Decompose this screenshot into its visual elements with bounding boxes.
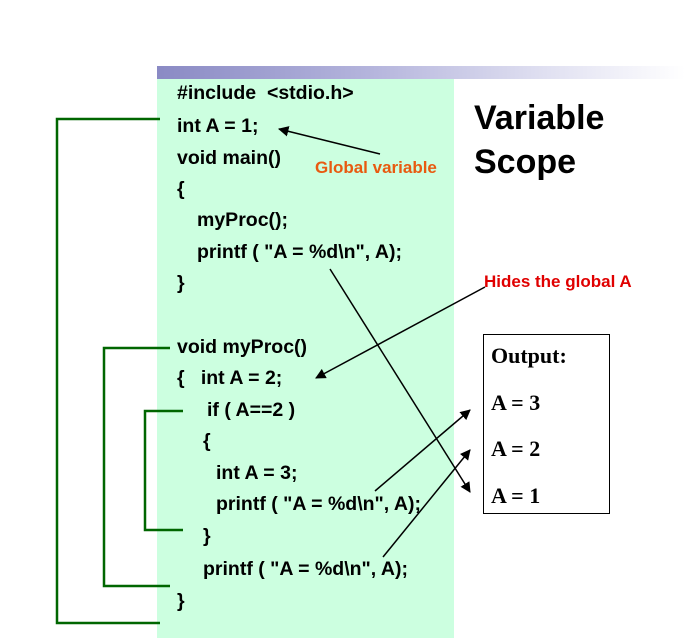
output-line-2: A = 2 <box>491 436 541 461</box>
code-if-open-brace: { <box>203 430 211 452</box>
code-if-close-brace: } <box>203 525 211 547</box>
output-box <box>483 334 610 514</box>
output-line-3: A = 1 <box>491 483 541 508</box>
code-myproc-close-brace: } <box>177 590 185 612</box>
code-myproc-printf: printf ( "A = %d\n", A); <box>203 558 408 580</box>
slide-title-line2: Scope <box>474 143 577 181</box>
code-if-statement: if ( A==2 ) <box>207 399 296 421</box>
code-panel <box>157 79 454 638</box>
output-line-1: A = 3 <box>491 390 541 415</box>
code-call-myproc: myProc(); <box>197 209 289 231</box>
code-main-close-brace: } <box>177 272 185 294</box>
scope-bracket-myproc <box>102 346 170 588</box>
code-main-printf: printf ( "A = %d\n", A); <box>197 241 402 263</box>
slide-title-line1: Variable <box>474 99 605 137</box>
arrow-main-printf-output <box>329 268 471 493</box>
code-global-decl: int A = 1; <box>177 115 259 137</box>
output-heading: Output: <box>491 343 567 368</box>
code-main-signature: void main() <box>177 147 282 169</box>
code-myproc-signature: void myProc() <box>177 336 308 358</box>
arrow-hides-global <box>315 286 486 379</box>
scope-bracket-global <box>55 117 160 625</box>
hides-global-label: Hides the global A <box>484 272 632 291</box>
arrow-inner-printf-output <box>374 409 471 492</box>
code-inner-decl: int A = 3; <box>216 462 298 484</box>
arrow-global-variable <box>277 126 381 155</box>
header-gradient-bar <box>157 66 685 79</box>
code-main-open-brace: { <box>177 178 185 200</box>
arrow-myproc-printf-output <box>382 449 471 558</box>
scope-bracket-if <box>143 409 183 532</box>
global-variable-label: Global variable <box>315 158 437 177</box>
code-myproc-local-decl: { int A = 2; <box>177 367 283 389</box>
code-inner-printf: printf ( "A = %d\n", A); <box>216 493 421 515</box>
code-include: #include <stdio.h> <box>177 82 354 104</box>
